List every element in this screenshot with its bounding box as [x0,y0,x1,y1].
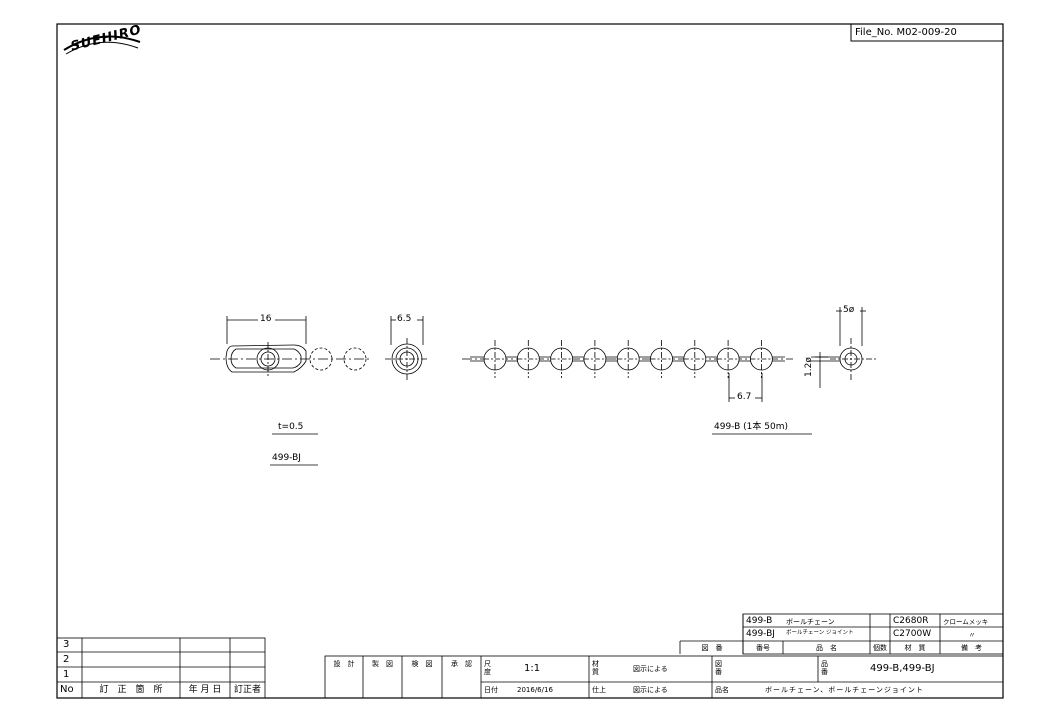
parts-row-1-remark: クロームメッキ [943,618,989,626]
file-no-box [850,23,1004,42]
dim-joint-dia-label: 6.5 [397,314,412,324]
approval-drafted: 製 図 [372,660,393,668]
joint-end-view [385,316,429,380]
joint-ghost-ball-2 [343,347,367,371]
parts-header-qty: 個数 [873,644,887,652]
joint-body [225,344,307,373]
parts-row-1-name: ボールチェーン [786,618,835,626]
parts-header-drawing-no: 図 番 [701,644,723,652]
finish-value: 図示による [633,686,668,694]
dim-pitch-label: 6.7 [737,392,752,402]
approval-approved: 承 認 [451,660,472,668]
revision-row-3: 3 [63,639,70,650]
parts-header-item-no: 番号 [756,644,770,652]
material-label: 材質 [592,660,599,676]
scale-value: 1:1 [524,663,541,674]
revision-row-2: 2 [63,654,70,665]
dim-bead-dia-label: 5ø [843,305,855,315]
chain-drawing [462,340,793,378]
date-label: 日付 [484,686,498,694]
chain-end-view [811,307,876,388]
parts-header-item-name: 品 名 [816,644,837,652]
scale-label: 尺度 [484,660,491,676]
dim-thickness-label: t=0.5 [278,422,304,432]
date-value: 2016/6/16 [517,686,553,694]
parts-row-2-part-no: 499-BJ [746,629,775,639]
parts-row-2-remark: 〃 [968,631,976,639]
name-label: 品名 [715,686,729,694]
revision-header-reviser: 訂正者 [233,685,261,695]
revision-row-1: 1 [63,669,70,680]
title-block-frame [324,655,1004,699]
logo-swoosh-lower [65,41,139,55]
joint-part-label: 499-BJ [272,453,301,463]
parts-header-material: 材 質 [904,644,926,652]
dim-wire-dia-label: 1.2ø [804,357,814,377]
parts-row-1-part-no: 499-B [746,616,773,626]
approval-design: 設 計 [333,660,355,668]
parts-header-remarks: 備 考 [961,644,982,652]
suehiro-logo [63,35,141,55]
chain-part-label: 499-B (1本 50m) [714,422,788,432]
revision-header-no: No [60,684,74,695]
file-number: File_No. M02-009-20 [855,27,957,38]
part-no-label: 品番 [821,660,828,676]
dim-pitch [728,373,763,402]
revision-header-date: 年 月 日 [188,685,222,695]
part-no-value: 499-B,499-BJ [870,663,935,674]
joint-body-inner [230,348,302,369]
revision-header-location: 訂 正 箇 所 [99,685,163,695]
revision-grid [56,637,266,699]
joint-drawing [210,316,372,376]
title-block-grid [324,655,1004,699]
material-value: 図示による [633,665,668,673]
name-value: ボールチェーン、ボールチェーンジョイント [765,686,924,694]
finish-label: 仕上 [592,686,606,694]
dim-length-label: 16 [260,314,272,324]
label-underlines [270,433,812,466]
approval-checked: 検 図 [411,660,433,668]
drawing-no-label: 図番 [715,660,722,676]
parts-row-2-material: C2700W [893,629,932,639]
parts-row-1-material: C2680R [893,616,929,626]
parts-row-2-name: ボールチェーン ジョイント [786,630,854,636]
parts-list-grid [679,613,1004,655]
logo-swoosh [63,35,141,51]
revision-frame [56,637,266,699]
